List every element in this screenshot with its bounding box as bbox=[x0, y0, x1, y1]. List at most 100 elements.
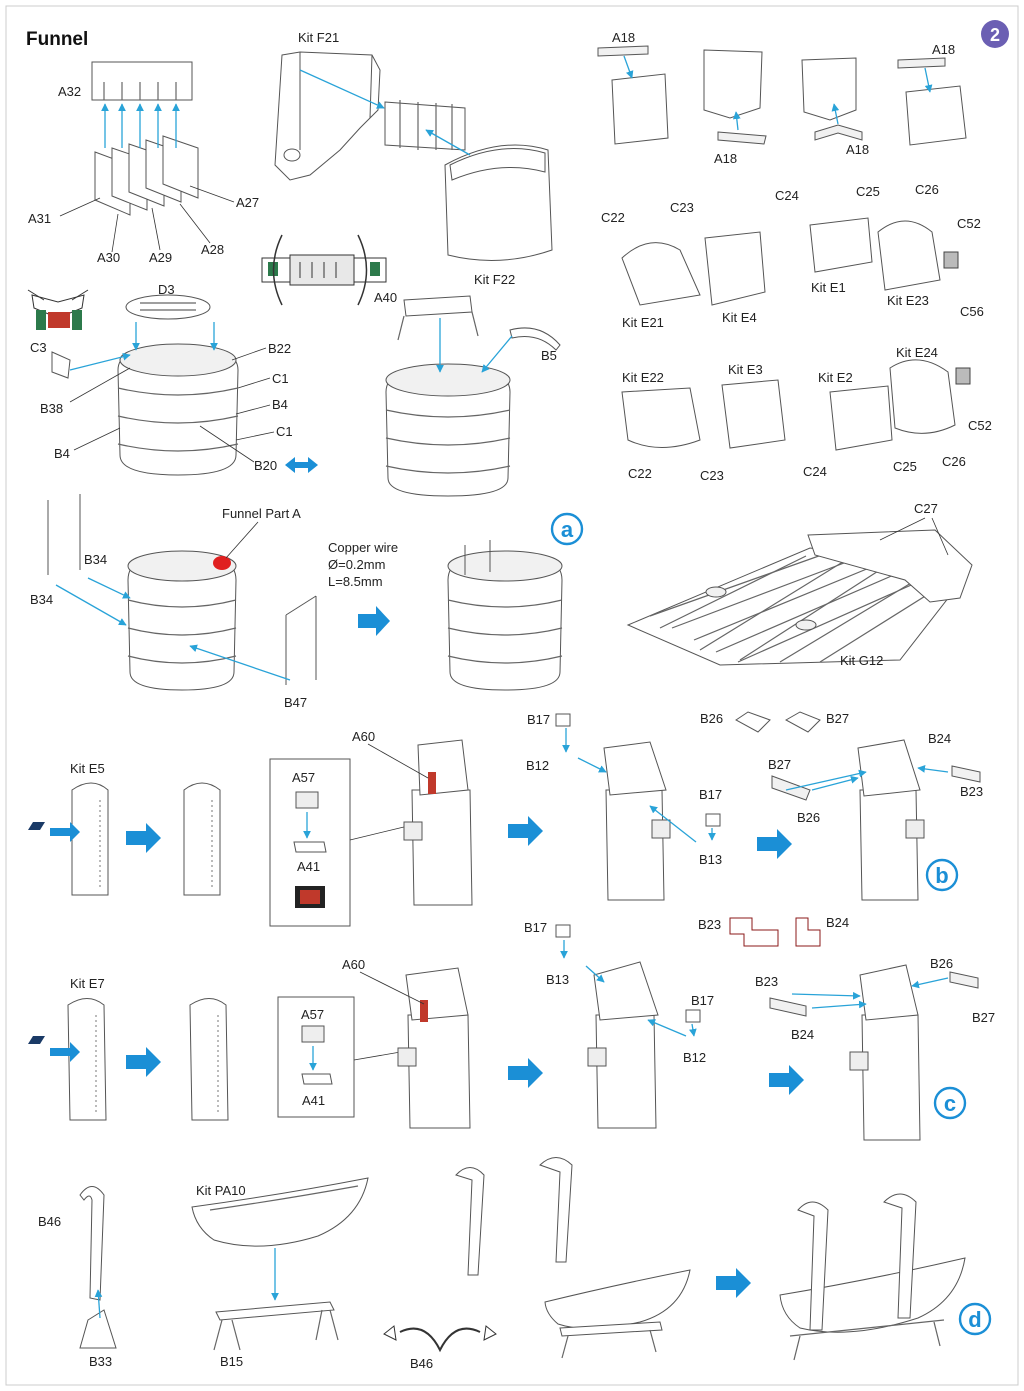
next-arrow-b1 bbox=[126, 823, 161, 853]
label-kit-f21: Kit F21 bbox=[298, 30, 339, 45]
funnel-with-platform bbox=[385, 295, 561, 497]
label-kit-f22: Kit F22 bbox=[474, 272, 515, 287]
label-b26-b2: B26 bbox=[797, 810, 820, 825]
label-a18-4: A18 bbox=[932, 42, 955, 57]
label-a57-b: A57 bbox=[292, 770, 315, 785]
label-c52-bottom: C52 bbox=[968, 418, 992, 433]
label-b17-c1: B17 bbox=[524, 920, 547, 935]
next-arrow-b2 bbox=[508, 816, 543, 846]
label-kit-e5: Kit E5 bbox=[70, 761, 105, 776]
label-kit-e24: Kit E24 bbox=[896, 345, 938, 360]
davit-b46 bbox=[79, 1186, 117, 1349]
platforms-a18 bbox=[597, 45, 967, 146]
label-c1-lower: C1 bbox=[276, 424, 293, 439]
lifeboat-pa10 bbox=[191, 1177, 369, 1351]
label-b27-b2: B27 bbox=[768, 757, 791, 772]
label-a18-1: A18 bbox=[612, 30, 635, 45]
double-arrow-icon bbox=[285, 457, 318, 473]
label-c22-bottom: C22 bbox=[628, 466, 652, 481]
svg-text:a: a bbox=[561, 517, 574, 542]
label-kit-pa10: Kit PA10 bbox=[196, 1183, 246, 1198]
step-b-tower-e5 bbox=[28, 782, 109, 896]
label-a57-c: A57 bbox=[301, 1007, 324, 1022]
label-c24-top: C24 bbox=[775, 188, 799, 203]
grille-detail-icon bbox=[261, 234, 387, 306]
step-marker-a: a bbox=[550, 512, 584, 546]
section-title: Funnel bbox=[26, 29, 88, 50]
step-a-result bbox=[447, 540, 563, 691]
step-b-tower-a60 bbox=[403, 739, 473, 906]
step-a-funnel bbox=[47, 494, 317, 691]
funnel-body-with-cap bbox=[51, 294, 239, 476]
label-kit-e21: Kit E21 bbox=[622, 315, 664, 330]
next-arrow-c1 bbox=[126, 1047, 161, 1077]
label-b38: B38 bbox=[40, 401, 63, 416]
step-marker-b: b bbox=[925, 858, 959, 892]
label-b13-c: B13 bbox=[546, 972, 569, 987]
label-b26-c: B26 bbox=[930, 956, 953, 971]
label-b15: B15 bbox=[220, 1354, 243, 1369]
label-wire-length: L=8.5mm bbox=[328, 574, 383, 589]
label-b17-b1: B17 bbox=[527, 712, 550, 727]
label-b4-right: B4 bbox=[272, 397, 288, 412]
label-b22: B22 bbox=[268, 341, 291, 356]
label-b12-b: B12 bbox=[526, 758, 549, 773]
label-b33: B33 bbox=[89, 1354, 112, 1369]
label-b12-c: B12 bbox=[683, 1050, 706, 1065]
step-c-tower-plain bbox=[189, 998, 229, 1121]
label-c1-upper: C1 bbox=[272, 371, 289, 386]
label-b23-b: B23 bbox=[960, 784, 983, 799]
label-c26-top: C26 bbox=[915, 182, 939, 197]
label-c52-top: C52 bbox=[957, 216, 981, 231]
label-b46-left: B46 bbox=[38, 1214, 61, 1229]
label-c25-bottom: C25 bbox=[893, 459, 917, 474]
step-c-tower-a60 bbox=[397, 967, 471, 1129]
label-a28: A28 bbox=[201, 242, 224, 257]
next-arrow-c3 bbox=[769, 1065, 804, 1095]
next-arrow-d bbox=[716, 1268, 751, 1298]
label-c3: C3 bbox=[30, 340, 47, 355]
label-a60-c: A60 bbox=[342, 957, 365, 972]
svg-text:d: d bbox=[968, 1307, 981, 1332]
label-c56: C56 bbox=[960, 304, 984, 319]
davits-pair bbox=[455, 1157, 573, 1276]
label-b23-c2: B23 bbox=[755, 974, 778, 989]
label-a41-b: A41 bbox=[297, 859, 320, 874]
page-number-badge: 2 bbox=[981, 20, 1009, 48]
label-kit-e4: Kit E4 bbox=[722, 310, 757, 325]
step-c-tower-b13 bbox=[555, 924, 701, 1129]
label-a41-c: A41 bbox=[302, 1093, 325, 1108]
label-copper-wire: Copper wire bbox=[328, 540, 398, 555]
svg-text:b: b bbox=[935, 863, 948, 888]
label-b4-left: B4 bbox=[54, 446, 70, 461]
label-d3: D3 bbox=[158, 282, 175, 297]
label-wire-diameter: Ø=0.2mm bbox=[328, 557, 385, 572]
next-arrow-b3 bbox=[757, 829, 792, 859]
label-a60-b: A60 bbox=[352, 729, 375, 744]
label-kit-e7: Kit E7 bbox=[70, 976, 105, 991]
label-a29: A29 bbox=[149, 250, 172, 265]
platforms-row-2 bbox=[621, 217, 959, 306]
label-kit-e1: Kit E1 bbox=[811, 280, 846, 295]
grille-assembly bbox=[91, 61, 199, 216]
step-b-tower-b12 bbox=[555, 713, 721, 901]
svg-text:c: c bbox=[944, 1091, 956, 1116]
label-b20: B20 bbox=[254, 458, 277, 473]
label-b13-b: B13 bbox=[699, 852, 722, 867]
label-kit-e3: Kit E3 bbox=[728, 362, 763, 377]
label-c26-bottom: C26 bbox=[942, 454, 966, 469]
label-b46-bottom: B46 bbox=[410, 1356, 433, 1371]
label-a27: A27 bbox=[236, 195, 259, 210]
deck-grid-g12 bbox=[626, 529, 973, 666]
label-b34-lower: B34 bbox=[30, 592, 53, 607]
label-a40: A40 bbox=[374, 290, 397, 305]
label-c22-top: C22 bbox=[601, 210, 625, 225]
label-b27-b1: B27 bbox=[826, 711, 849, 726]
label-b26-b1: B26 bbox=[700, 711, 723, 726]
label-kit-g12: Kit G12 bbox=[840, 653, 883, 668]
bracket-detail-icon bbox=[27, 289, 89, 330]
label-b23-c1: B23 bbox=[698, 917, 721, 932]
lifeboat-on-cradle bbox=[544, 1269, 691, 1359]
label-c23-bottom: C23 bbox=[700, 468, 724, 483]
